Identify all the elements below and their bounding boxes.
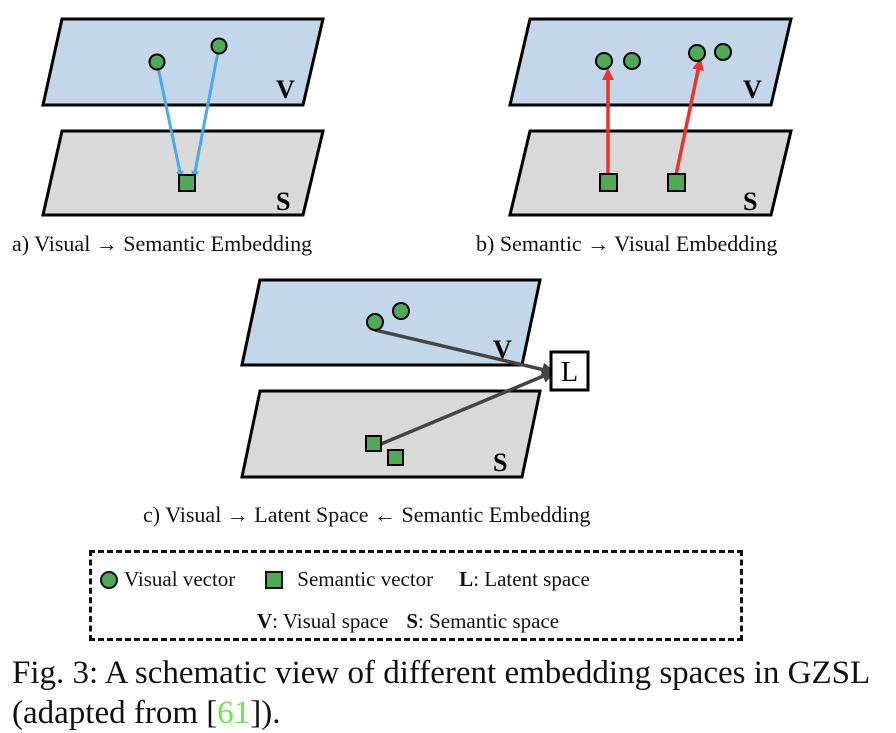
mapping-arrow (380, 369, 556, 446)
legend-semantic-desc: : Semantic space (418, 609, 560, 633)
visual-vector (595, 52, 613, 70)
latent-space-box (549, 350, 590, 392)
legend-semantic-key: S (406, 609, 419, 633)
visual-vector (148, 53, 166, 71)
legend-latent-desc: : Latent space (473, 567, 590, 591)
semantic-space-plane (240, 389, 542, 479)
semantic-vector-icon (265, 570, 284, 589)
semantic-space-label: S (743, 187, 757, 216)
legend: Visual vector Semantic vector L : Latent… (89, 550, 743, 641)
visual-vector (623, 52, 641, 70)
panel-a: V S (41, 17, 325, 217)
figure-caption-text: Fig. 3: A schematic view of different em… (12, 655, 869, 731)
semantic-vector (667, 173, 686, 192)
legend-visual-key: V (257, 609, 273, 633)
visual-space-label: V (743, 75, 762, 104)
embedding-diagram: V S V S V S L (41, 17, 793, 479)
legend-latent-key: L (459, 567, 474, 591)
panel-b-caption: b) Semantic → Visual Embedding (476, 231, 778, 256)
legend-visual-vector: Visual vector (124, 567, 236, 591)
visual-space-plane (508, 17, 793, 107)
semantic-vector (387, 449, 404, 466)
mapping-arrow (674, 58, 705, 176)
panel-a-caption: a) Visual → Semantic Embedding (12, 231, 313, 256)
visual-space-plane (41, 17, 325, 107)
legend-row-1: Visual vector Semantic vector L : Latent… (100, 567, 590, 592)
semantic-vector (365, 435, 382, 452)
citation-link[interactable]: 61 (217, 695, 251, 731)
semantic-space-label: S (493, 448, 507, 477)
visual-space-label: V (493, 335, 512, 364)
legend-row-2: V : Visual space S : Semantic space (257, 609, 559, 634)
figure-caption-suffix: ]). (250, 695, 281, 731)
semantic-space-plane (508, 129, 793, 217)
latent-space-label: L (561, 357, 578, 388)
visual-vector (392, 302, 410, 320)
semantic-vector (178, 174, 196, 192)
legend-semantic-vector: Semantic vector (297, 567, 434, 591)
figure-caption: Fig. 3: A schematic view of different em… (12, 653, 892, 733)
semantic-vector (599, 173, 618, 192)
visual-space-label: V (276, 75, 295, 104)
visual-vector (688, 44, 706, 62)
visual-vector-icon (100, 570, 118, 589)
panel-c: V S L (240, 278, 590, 479)
mapping-arrow (156, 66, 184, 179)
legend-visual-desc: : Visual space (272, 609, 389, 633)
visual-vector (366, 313, 384, 331)
mapping-arrow (374, 328, 556, 377)
panel-c-caption: c) Visual → Latent Space ← Semantic Embe… (143, 502, 591, 527)
visual-vector (714, 43, 732, 61)
mapping-arrow (191, 51, 220, 179)
panel-b: V S (508, 17, 793, 217)
visual-vector (210, 37, 228, 55)
semantic-space-label: S (276, 187, 290, 216)
